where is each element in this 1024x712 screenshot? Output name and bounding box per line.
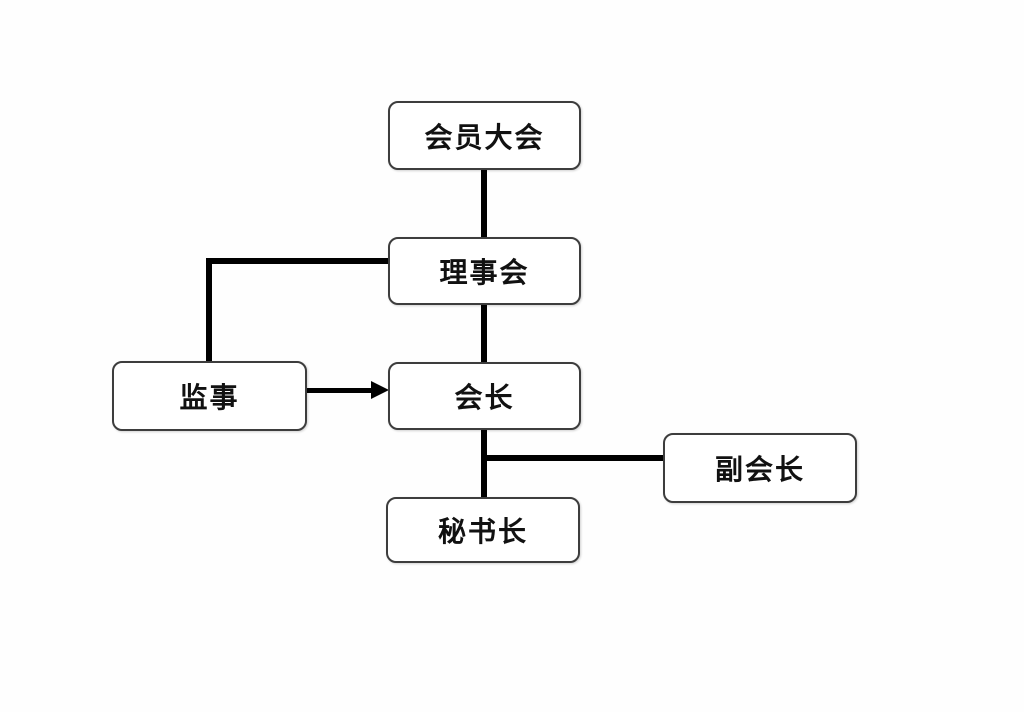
node-supervisor-label: 监事	[179, 382, 240, 413]
node-council-label: 理事会	[439, 257, 530, 288]
arrowhead-right-icon	[371, 381, 389, 399]
edge-president-vice-president	[484, 455, 665, 461]
edge-president-secretary	[481, 428, 487, 499]
edge-supervisor-president-shaft	[305, 388, 375, 393]
node-secretary-general: 秘书长	[386, 497, 580, 563]
node-member-assembly: 会员大会	[388, 101, 581, 170]
node-supervisor: 监事	[112, 361, 307, 431]
node-secretary-general-label: 秘书长	[437, 516, 528, 547]
node-council: 理事会	[388, 237, 581, 305]
edge-council-supervisor-horizontal	[206, 258, 390, 264]
node-president-label: 会长	[454, 382, 515, 413]
node-vice-president-label: 副会长	[714, 454, 805, 485]
edge-council-president	[481, 303, 487, 364]
edge-assembly-council	[481, 168, 487, 239]
edge-council-supervisor-vertical	[206, 258, 212, 363]
node-president: 会长	[388, 362, 581, 430]
node-member-assembly-label: 会员大会	[424, 121, 545, 153]
node-vice-president: 副会长	[663, 433, 857, 503]
